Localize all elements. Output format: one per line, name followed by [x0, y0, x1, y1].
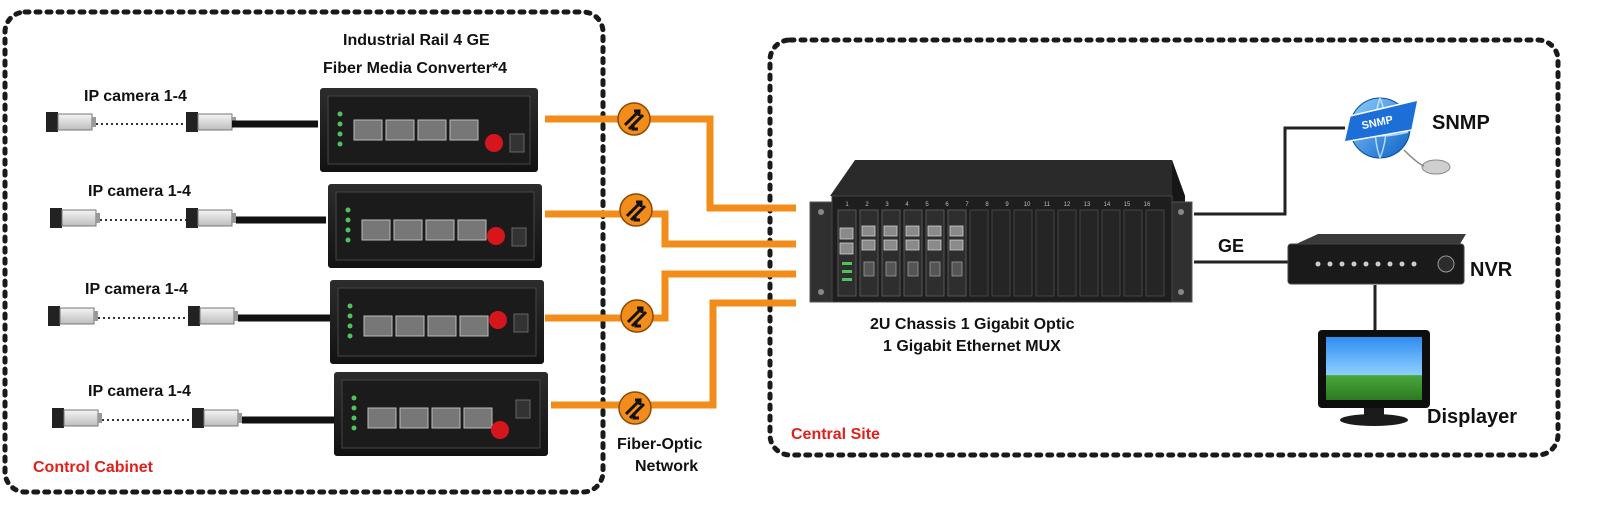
snmp-link-line	[1194, 126, 1345, 216]
fiber-network-line2: Network	[635, 458, 699, 475]
chassis-slot-number: 10	[1024, 202, 1031, 208]
chassis-slot-number: 12	[1064, 202, 1071, 208]
camera-label-3: IP camera 1-4	[85, 281, 188, 298]
camera-label-4: IP camera 1-4	[88, 383, 191, 400]
ip-camera-icon	[46, 112, 96, 132]
fiber-badge-icon	[620, 299, 654, 333]
chassis-slot-number: 8	[985, 202, 989, 208]
snmp-label: SNMP	[1432, 112, 1490, 134]
displayer-label: Displayer	[1427, 406, 1518, 428]
nvr-device-icon	[1287, 234, 1466, 285]
chassis-slot-number: 16	[1144, 202, 1151, 208]
control-cabinet-label: Control Cabinet	[33, 459, 153, 476]
chassis-slot-number: 5	[925, 202, 929, 208]
fiber-line-2	[545, 210, 796, 248]
display-monitor-icon	[1318, 330, 1430, 426]
media-converter-4	[334, 372, 548, 456]
camera-label-2: IP camera 1-4	[88, 183, 191, 200]
converter-title-line2: Fiber Media Converter*4	[323, 60, 508, 77]
control-cabinet-zone	[2, 9, 606, 495]
mouse-icon	[1421, 159, 1451, 175]
chassis-slot-number: 2	[865, 202, 869, 208]
ip-camera-icon	[186, 208, 236, 228]
chassis-slot-number: 4	[905, 202, 909, 208]
ip-camera-icon	[52, 408, 102, 428]
chassis-ports	[839, 225, 964, 255]
nvr-label: NVR	[1470, 259, 1513, 281]
chassis-slot-number: 6	[945, 202, 949, 208]
central-site-zone	[767, 37, 1561, 458]
chassis-slot-number: 14	[1104, 202, 1111, 208]
fiber-network-line1: Fiber-Optic	[617, 436, 703, 453]
fiber-badge-icon	[617, 102, 651, 136]
ip-camera-icon	[186, 112, 236, 132]
chassis-slot-number: 3	[885, 202, 889, 208]
chassis-ear-right	[1169, 201, 1193, 303]
fiber-badge-icon	[619, 193, 653, 227]
chassis-label-line1: 2U Chassis 1 Gigabit Optic	[870, 316, 1075, 333]
media-converter-1	[320, 88, 538, 172]
converter-title-line1: Industrial Rail 4 GE	[343, 32, 490, 49]
ip-camera-icon	[188, 306, 238, 326]
camera-row-2	[50, 208, 326, 228]
chassis-slot-number: 13	[1084, 202, 1091, 208]
chassis-slot-number: 11	[1044, 202, 1051, 208]
chassis-slots	[837, 209, 1165, 297]
chassis-label-line2: 1 Gigabit Ethernet MUX	[883, 338, 1061, 355]
camera-label-1: IP camera 1-4	[84, 88, 187, 105]
fiber-line-3	[545, 270, 796, 322]
snmp-globe-icon: SNMP	[1343, 97, 1451, 175]
ip-camera-icon	[192, 408, 242, 428]
media-converter-2	[328, 184, 542, 268]
chassis-slot-number: 9	[1005, 202, 1009, 208]
chassis-slot-number: 15	[1124, 202, 1131, 208]
camera-row-4	[52, 408, 334, 428]
fiber-line-1	[545, 115, 796, 212]
media-converter-3	[330, 280, 544, 364]
chassis-slot-number: 1	[845, 202, 849, 208]
ip-camera-icon	[48, 306, 98, 326]
fiber-badges	[617, 102, 654, 425]
fiber-badge-icon	[618, 391, 652, 425]
chassis-slot-number: 7	[965, 202, 969, 208]
central-site-label: Central Site	[791, 426, 880, 443]
ip-camera-icon	[50, 208, 100, 228]
camera-row-3	[48, 306, 330, 326]
ge-link-label: GE	[1218, 236, 1245, 256]
camera-row-1	[46, 112, 318, 132]
chassis-ear-left	[809, 201, 833, 303]
fiber-lines	[545, 115, 796, 409]
